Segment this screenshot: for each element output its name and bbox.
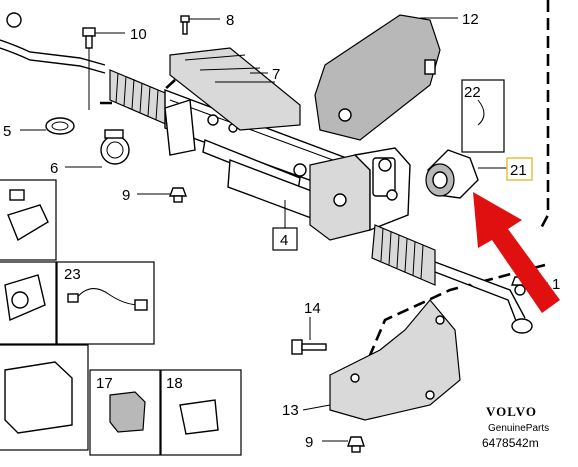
nut-9-lower [347, 436, 365, 453]
callout-12: 12 [462, 11, 479, 28]
brand-name: VOLVO [486, 404, 537, 419]
callout-18: 18 [166, 375, 183, 392]
tie-rod-left-lower [0, 47, 106, 74]
inset-22 [461, 79, 505, 153]
dashed-boundary-lower [366, 263, 546, 361]
bracket-hole-2 [435, 315, 445, 325]
callout-box-21 [506, 157, 533, 181]
tie-rod-end-left [6, 12, 22, 28]
steering-boot-right [371, 224, 436, 286]
callout-23: 23 [64, 266, 81, 283]
callout-4: 4 [280, 232, 288, 249]
cover-12 [314, 14, 441, 141]
bracket-hole-1 [350, 373, 360, 383]
cover-grommet [338, 108, 352, 122]
callout-1: 1 [552, 276, 560, 293]
rack-mount-bracket [164, 99, 196, 156]
bolt-10 [82, 27, 96, 49]
callout-9-upper: 9 [122, 187, 130, 204]
tie-rod-right-lower [434, 271, 519, 327]
callout-9-lower: 9 [305, 434, 313, 451]
heat-shield-ribs [184, 54, 275, 83]
callout-6: 6 [50, 160, 58, 177]
brand-subtitle: GenuineParts [488, 423, 549, 434]
callout-box-4 [272, 227, 298, 251]
clamp-6 [100, 129, 130, 165]
heat-shield [169, 47, 301, 131]
pressure-valve-21 [425, 149, 479, 199]
steering-valve-body [309, 147, 411, 241]
clamp-5 [45, 117, 75, 135]
callout-17: 17 [96, 375, 113, 392]
nut-9-upper [168, 187, 188, 203]
clip-22 [477, 99, 485, 126]
bracket-13 [329, 299, 461, 421]
bolt-8 [180, 15, 190, 35]
highlight-arrow [473, 192, 560, 313]
bracket-hole-3 [425, 390, 435, 400]
callout-14: 14 [304, 300, 321, 317]
inset-panels [0, 179, 242, 456]
tie-rod-left [0, 39, 106, 66]
steering-boot-left [109, 69, 171, 126]
callout-10: 10 [130, 26, 147, 43]
callout-5: 5 [3, 123, 11, 140]
tie-rod-end-right [511, 318, 533, 334]
callout-22: 22 [464, 84, 481, 101]
dashed-boundary-right [538, 0, 550, 231]
callout-7: 7 [272, 66, 280, 83]
tie-rod-end-bolt [514, 284, 526, 296]
part-number: 6478542m [482, 436, 539, 450]
callout-13: 13 [282, 402, 299, 419]
cover-clip [424, 59, 436, 75]
bolt-14 [291, 339, 327, 355]
callout-8: 8 [226, 12, 234, 29]
dashed-boundary-left [100, 79, 176, 105]
callout-21: 21 [510, 162, 527, 179]
